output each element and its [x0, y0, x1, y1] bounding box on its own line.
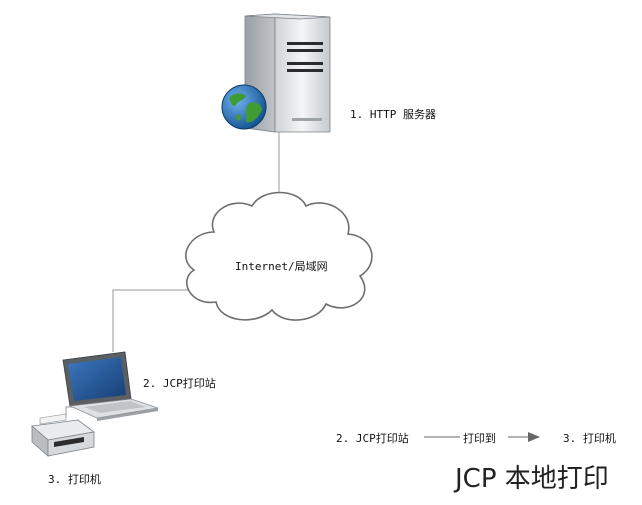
laptop-label: 2. JCP打印站 — [143, 377, 216, 390]
legend-arrow — [424, 432, 540, 442]
cloud-label: Internet/局域网 — [235, 260, 328, 273]
laptop-icon — [62, 351, 159, 421]
globe-icon — [221, 84, 267, 130]
printer-label: 3. 打印机 — [48, 473, 101, 486]
server-label: 1. HTTP 服务器 — [350, 108, 436, 121]
legend-action-label: 打印到 — [463, 432, 496, 445]
legend-from-label: 2. JCP打印站 — [336, 432, 409, 445]
diagram-title: JCP 本地打印 — [455, 464, 609, 494]
printer-icon — [31, 413, 95, 457]
cloud-laptop-connector — [112, 289, 190, 352]
legend-to-label: 3. 打印机 — [563, 432, 616, 445]
cloud-icon — [185, 191, 373, 321]
